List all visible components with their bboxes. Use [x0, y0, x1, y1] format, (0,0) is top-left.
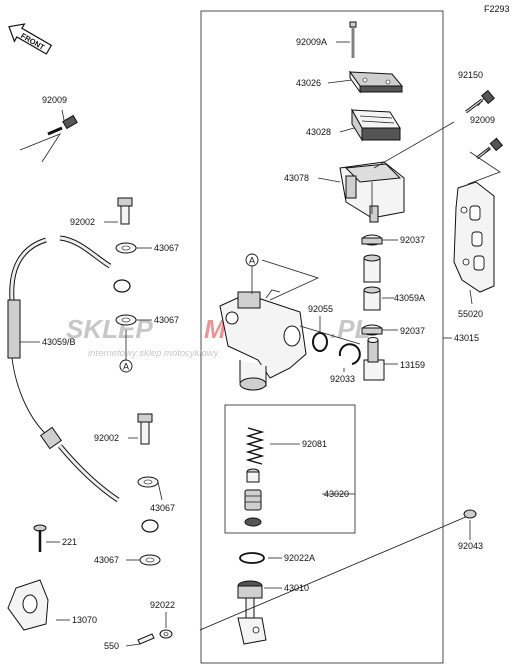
gasket-43067-d — [139, 554, 161, 566]
front-arrow-icon: FRONT — [8, 23, 53, 55]
label-92037-bottom: 92037 — [400, 326, 425, 336]
label-92055: 92055 — [308, 304, 333, 314]
label-43067-d: 43067 — [94, 555, 119, 565]
label-43078: 43078 — [284, 173, 309, 183]
reference-marker-a-top: A — [245, 253, 259, 267]
label-92002-bottom: 92002 — [94, 433, 119, 443]
circlip-92022a — [239, 552, 265, 564]
guard-plate-55020 — [453, 181, 495, 293]
gasket-43067-b — [115, 314, 137, 326]
banjo-bolt-92002-bottom — [137, 413, 153, 445]
label-550: 550 — [104, 641, 119, 651]
cotter-pin-550 — [137, 633, 155, 645]
label-92150: 92150 — [458, 70, 483, 80]
washer-92022 — [159, 629, 173, 639]
svg-text:A: A — [249, 256, 255, 266]
label-92009-left: 92009 — [42, 95, 67, 105]
o-ring-92055 — [312, 332, 328, 352]
label-43026: 43026 — [296, 78, 321, 88]
leader-lines — [19, 41, 501, 647]
label-43028: 43028 — [306, 127, 331, 137]
master-cylinder-body-43015 — [219, 289, 307, 391]
watermark-brand-a: SKLEP — [66, 314, 153, 344]
pin-92043 — [199, 509, 477, 631]
screw-221 — [33, 524, 47, 552]
label-13070: 13070 — [72, 615, 97, 625]
bolt-92150 — [465, 89, 495, 114]
label-43067-a: 43067 — [154, 243, 179, 253]
hose-43059a — [363, 254, 381, 311]
label-13159: 13159 — [400, 360, 425, 370]
reservoir-cap-43026 — [348, 70, 404, 94]
gasket-43067-a — [115, 242, 137, 254]
label-92033: 92033 — [330, 374, 355, 384]
label-92043: 92043 — [458, 541, 483, 551]
reference-marker-a-left: A — [119, 359, 133, 373]
clamp-92037-bottom — [361, 324, 383, 336]
label-92081: 92081 — [302, 439, 327, 449]
piston-set-43020 — [244, 468, 262, 527]
circlip-92033 — [338, 343, 361, 365]
label-43059a: 43059A — [394, 293, 425, 303]
clamp-92037-top — [361, 234, 383, 246]
assembly-frame — [200, 10, 444, 664]
label-43067-b: 43067 — [154, 315, 179, 325]
brake-hose-43059b — [7, 235, 159, 533]
piston-kit-frame — [224, 404, 356, 534]
label-92022: 92022 — [150, 600, 175, 610]
label-43067-c: 43067 — [150, 503, 175, 513]
banjo-bolt-92002-top — [117, 197, 133, 225]
hose-clamp-13070 — [7, 579, 49, 631]
gasket-43067-c — [137, 476, 159, 488]
svg-text:A: A — [123, 362, 129, 372]
label-43020: 43020 — [324, 489, 349, 499]
label-92009-right: 92009 — [470, 115, 495, 125]
label-92022a: 92022A — [284, 553, 315, 563]
label-92002-top: 92002 — [70, 217, 95, 227]
push-rod-43010 — [237, 580, 267, 645]
label-43059b: 43059/B — [42, 337, 76, 347]
label-43010: 43010 — [284, 583, 309, 593]
figure-code: F2293 — [484, 4, 510, 14]
spring-92081 — [245, 427, 265, 465]
screw-92009a — [349, 21, 357, 58]
screw-92009-left — [47, 114, 78, 136]
reservoir-43078 — [339, 161, 405, 223]
label-55020: 55020 — [458, 309, 483, 319]
fitting-13159 — [363, 337, 385, 381]
diaphragm-43028 — [351, 108, 401, 142]
label-43015: 43015 — [454, 333, 479, 343]
label-221: 221 — [62, 537, 77, 547]
watermark-tagline: internetowy sklep motocyklowy — [88, 348, 220, 359]
part-labels: 92009A 43026 43028 43078 92150 92009 920… — [42, 37, 495, 651]
label-92037-top: 92037 — [400, 235, 425, 245]
label-92009a: 92009A — [296, 37, 327, 47]
